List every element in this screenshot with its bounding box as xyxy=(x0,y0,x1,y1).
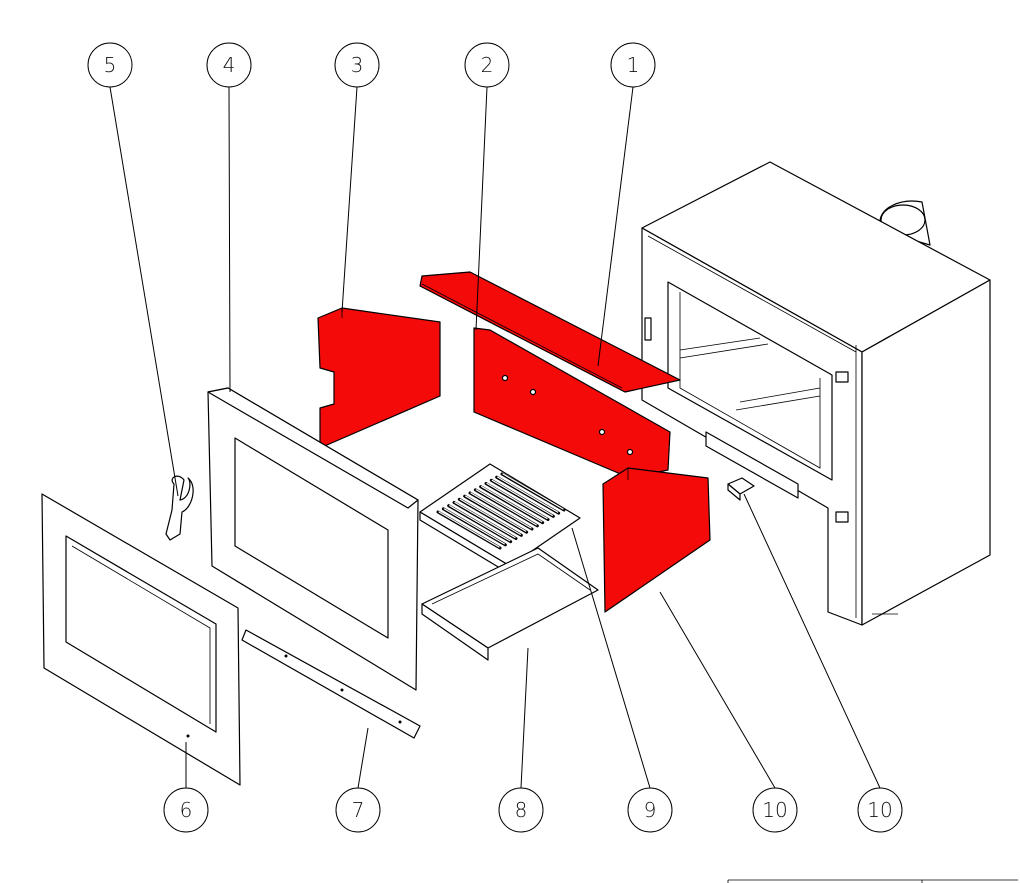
leader-lines xyxy=(109,86,881,789)
grate-slot-highlight xyxy=(449,505,511,542)
balloon-label-2: 2 xyxy=(481,53,494,77)
balloon-label-4: 4 xyxy=(223,53,236,77)
leader-2 xyxy=(475,86,488,331)
grate-slot-highlight xyxy=(481,486,543,523)
glass-panel-part-6 xyxy=(41,493,241,786)
balloon-label-3: 3 xyxy=(351,53,364,77)
leader-1 xyxy=(597,86,634,367)
balloon-label-1: 1 xyxy=(627,53,640,77)
top-baffle-part-1 xyxy=(419,271,681,393)
balloon-10b: 10 xyxy=(857,787,903,833)
ash-pan-part-8 xyxy=(421,547,599,661)
balloon-label-9: 9 xyxy=(644,798,657,822)
pin-part-10 xyxy=(727,477,755,501)
left-brick-part-3 xyxy=(317,307,441,449)
balloon-5: 5 xyxy=(87,42,133,88)
leader-9 xyxy=(571,527,651,789)
grate-slot-highlight xyxy=(438,511,500,548)
grate-part-9 xyxy=(419,463,581,575)
balloon-10a: 10 xyxy=(752,787,798,833)
grate-slot-highlight xyxy=(470,492,532,529)
bottom-rail-part-7 xyxy=(241,629,421,739)
rear-brick-part-2 xyxy=(473,327,671,479)
leader-7 xyxy=(357,727,369,789)
balloon-7: 7 xyxy=(335,787,381,833)
stove-body xyxy=(641,161,991,626)
handle-tool-part-5 xyxy=(165,475,194,541)
leader-8 xyxy=(520,647,529,789)
balloon-label-5: 5 xyxy=(104,53,117,77)
balloon-6: 6 xyxy=(163,787,209,833)
balloon-label-10b: 10 xyxy=(867,798,892,822)
balloon-1: 1 xyxy=(610,42,656,88)
leader-10b xyxy=(743,493,881,789)
leader-3 xyxy=(341,86,358,313)
grate-slot-highlight xyxy=(502,473,564,510)
grate-slot-highlight xyxy=(443,508,505,545)
balloon-9: 9 xyxy=(627,787,673,833)
grate-slot-highlight xyxy=(465,495,527,532)
grate-slot-highlight xyxy=(497,476,559,513)
leader-5 xyxy=(109,86,179,497)
leader-10a xyxy=(659,591,776,789)
door-frame-part-4 xyxy=(207,387,419,691)
balloon-label-10a: 10 xyxy=(762,798,787,822)
balloon-label-8: 8 xyxy=(515,798,528,822)
balloon-label-6: 6 xyxy=(180,798,193,822)
grate-slot-highlight xyxy=(475,489,537,526)
grate-slot-highlight xyxy=(491,479,553,516)
balloon-4: 4 xyxy=(206,42,252,88)
grate-slot-highlight xyxy=(454,501,516,539)
right-brick-part-10 xyxy=(602,467,711,613)
balloon-2: 2 xyxy=(464,42,510,88)
leader-4 xyxy=(228,86,231,393)
grate-slot-highlight xyxy=(459,498,521,535)
grate-slot-highlight xyxy=(486,482,548,520)
balloon-8: 8 xyxy=(498,787,544,833)
balloon-label-7: 7 xyxy=(352,798,365,822)
balloon-3: 3 xyxy=(334,42,380,88)
